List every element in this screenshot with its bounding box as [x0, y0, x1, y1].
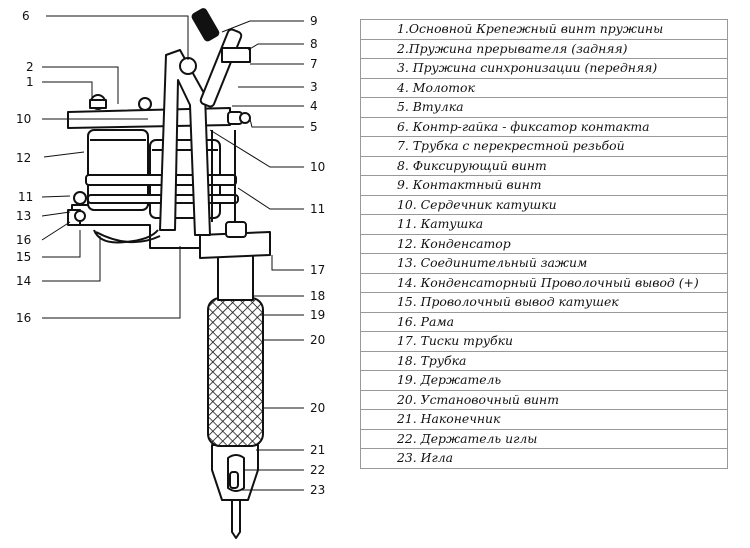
- callout-17: 17: [310, 263, 325, 277]
- callout-15: 15: [16, 250, 31, 264]
- callout-8: 8: [310, 37, 318, 51]
- coil-shape-rear: [87, 129, 149, 211]
- legend-row: 21. Наконечник: [360, 409, 728, 430]
- callout-14: 14: [16, 274, 31, 288]
- legend-row: 3. Пружина синхронизации (передняя): [360, 58, 728, 79]
- callout-16-lower: 16: [16, 311, 31, 325]
- legend-item: 14. Конденсаторный Проволочный вывод (+): [360, 272, 728, 293]
- legend-row: 13. Соединительный зажим: [360, 253, 728, 274]
- legend-item: 10. Сердечник катушки: [360, 194, 728, 215]
- legend-row: 14. Конденсаторный Проволочный вывод (+): [360, 272, 728, 293]
- leader-lines: [41, 15, 304, 491]
- callout-2: 2: [26, 60, 34, 74]
- legend-row: 17. Тиски трубки: [360, 331, 728, 352]
- legend-item: 3. Пружина синхронизации (передняя): [360, 58, 728, 79]
- callout-13: 13: [16, 209, 31, 223]
- callout-18: 18: [310, 289, 325, 303]
- legend-item: 15. Проволочный вывод катушек: [360, 292, 728, 313]
- legend-row: 12. Конденсатор: [360, 233, 728, 254]
- needle-shape: [231, 499, 241, 539]
- callout-5: 5: [310, 120, 318, 134]
- legend-row: 18. Трубка: [360, 350, 728, 371]
- callout-6: 6: [22, 9, 30, 23]
- legend-row: 8. Фиксирующий винт: [360, 155, 728, 176]
- legend-row: 23. Игла: [360, 448, 728, 469]
- legend-item: 6. Контр-гайка - фиксатор контакта: [360, 116, 728, 137]
- legend-item: 7. Трубка с перекрестной резьбой: [360, 136, 728, 157]
- callout-3: 3: [310, 80, 318, 94]
- legend-row: 19. Держатель: [360, 370, 728, 391]
- legend-item: 19. Держатель: [360, 370, 728, 391]
- legend-row: 11. Катушка: [360, 214, 728, 235]
- legend-item: 4. Молоток: [360, 77, 728, 98]
- legend-row: 20. Установочный винт: [360, 389, 728, 410]
- callout-23: 23: [310, 483, 325, 497]
- callout-1: 1: [26, 75, 34, 89]
- callout-20-lower: 20: [310, 401, 325, 415]
- legend-row: 15. Проволочный вывод катушек: [360, 292, 728, 313]
- callout-10-left: 10: [16, 112, 31, 126]
- legend-item: 23. Игла: [360, 448, 728, 469]
- legend-row: 4. Молоток: [360, 77, 728, 98]
- legend-row: 7. Трубка с перекрестной резьбой: [360, 136, 728, 157]
- legend-row: 2.Пружина прерывателя (задняя): [360, 38, 728, 59]
- legend-row: 10. Сердечник катушки: [360, 194, 728, 215]
- grip-shape: [207, 297, 264, 447]
- callout-19: 19: [310, 308, 325, 322]
- callout-12: 12: [16, 151, 31, 165]
- machine-drawing: [67, 8, 271, 539]
- callout-20-upper: 20: [310, 333, 325, 347]
- callout-11-right: 11: [310, 202, 325, 216]
- legend-item: 20. Установочный винт: [360, 389, 728, 410]
- legend-row: 22. Держатель иглы: [360, 428, 728, 449]
- legend-item: 1.Основной Крепежный винт пружины: [360, 19, 728, 40]
- legend-item: 12. Конденсатор: [360, 233, 728, 254]
- legend-row: 1.Основной Крепежный винт пружины: [360, 19, 728, 40]
- legend-item: 9. Контактный винт: [360, 175, 728, 196]
- legend-item: 22. Держатель иглы: [360, 428, 728, 449]
- callout-10-right: 10: [310, 160, 325, 174]
- legend-item: 13. Соединительный зажим: [360, 253, 728, 274]
- legend-row: 5. Втулка: [360, 97, 728, 118]
- callout-4: 4: [310, 99, 318, 113]
- legend-item: 16. Рама: [360, 311, 728, 332]
- legend-item: 21. Наконечник: [360, 409, 728, 430]
- tube-shape: [217, 254, 254, 301]
- legend-item: 17. Тиски трубки: [360, 331, 728, 352]
- legend-row: 6. Контр-гайка - фиксатор контакта: [360, 116, 728, 137]
- tattoo-machine-diagram: 6 2 1 10 12 11 13 16 15 14 16 9 8 7 3 4 …: [16, 8, 325, 539]
- legend-item: 11. Катушка: [360, 214, 728, 235]
- callout-21: 21: [310, 443, 325, 457]
- callout-16-upper: 16: [16, 233, 31, 247]
- callout-7: 7: [310, 57, 318, 71]
- parts-legend-table: 1.Основной Крепежный винт пружины 2.Пруж…: [360, 19, 728, 469]
- legend-item: 8. Фиксирующий винт: [360, 155, 728, 176]
- callout-11-left: 11: [18, 190, 33, 204]
- legend-item: 2.Пружина прерывателя (задняя): [360, 38, 728, 59]
- callout-22: 22: [310, 463, 325, 477]
- legend-item: 18. Трубка: [360, 350, 728, 371]
- legend-row: 9. Контактный винт: [360, 175, 728, 196]
- legend-item: 5. Втулка: [360, 97, 728, 118]
- callout-9: 9: [310, 14, 318, 28]
- legend-row: 16. Рама: [360, 311, 728, 332]
